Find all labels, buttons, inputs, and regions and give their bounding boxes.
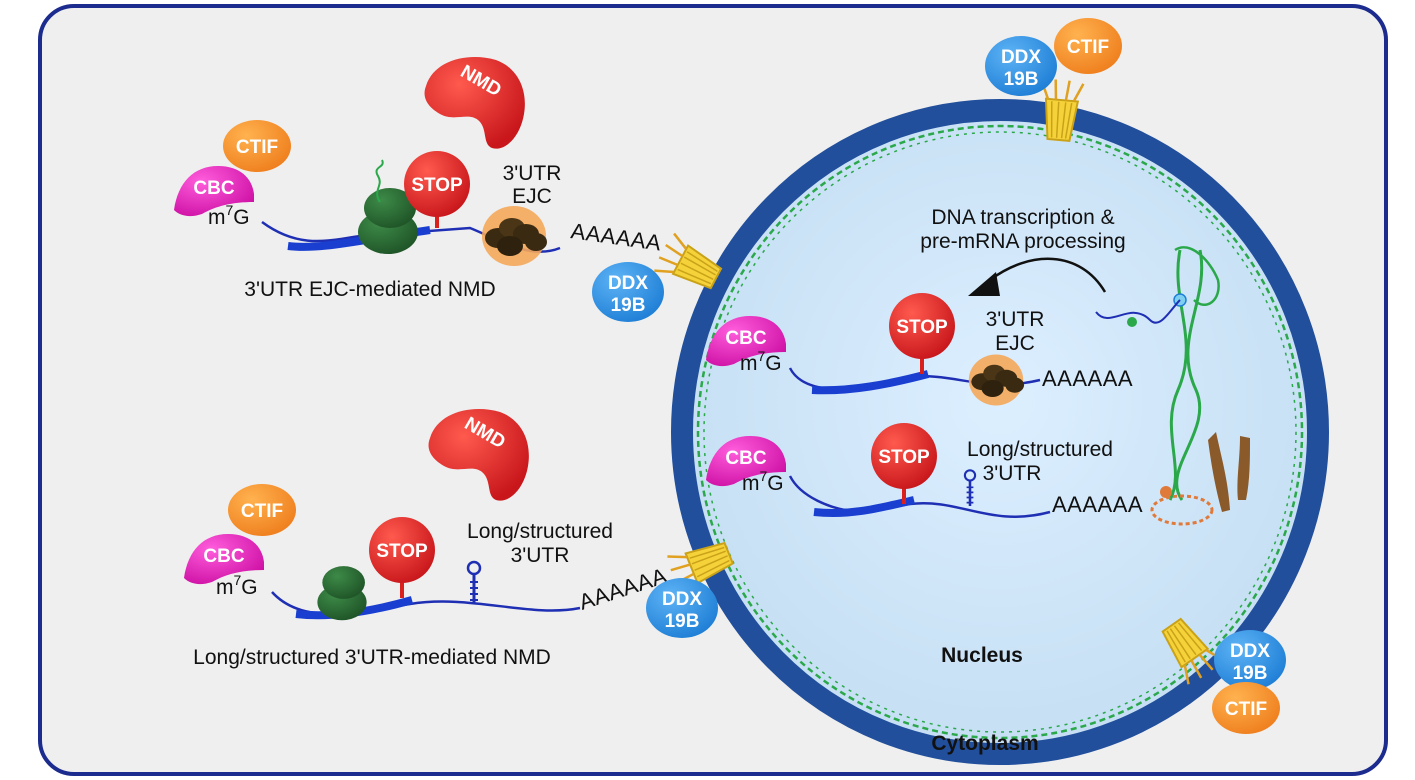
ctif-protein-icon: CTIF [1212, 682, 1280, 734]
long-utr-label-line1: Long/structured [967, 438, 1113, 461]
stop-codon-icon: STOP [889, 293, 955, 374]
arrow-head-icon [968, 272, 1000, 296]
long-utr-label-line2: 3'UTR [983, 462, 1042, 485]
ddx-label-line1: DDX [608, 273, 648, 294]
ctif-protein-icon: CTIF [223, 120, 291, 172]
nuclear-mrna-ejc: CBC m7G STOP 3'UTR EJC AAAAAA [706, 293, 1133, 406]
mrna-strand [271, 591, 581, 616]
cbc-label: CBC [193, 178, 234, 199]
utr-ejc-label-line1: 3'UTR [503, 162, 562, 185]
utr-ejc-label-line2: EJC [995, 332, 1035, 355]
chromosome-icon [1150, 432, 1250, 526]
ddx-label-line2: 19B [665, 611, 700, 632]
dna-helix-icon [1095, 246, 1220, 501]
stop-codon-icon: STOP [871, 423, 937, 504]
stop-label: STOP [376, 541, 428, 562]
stop-codon-icon: STOP [404, 151, 470, 228]
ddx19b-icon: DDX 19B [646, 578, 718, 638]
ctif-label: CTIF [241, 501, 283, 522]
cytoplasm-label: Cytoplasm [931, 732, 1038, 755]
ddx19b-icon: DDX 19B [592, 262, 664, 322]
long-utr-label-line2: 3'UTR [511, 544, 570, 567]
top-nmd-pathway: CBC CTIF m7G STOP NMD 3'UTR EJC AAAAAA 3… [174, 57, 663, 301]
bottom-nmd-pathway: CBC CTIF m7G STOP NMD Long/structured 3'… [184, 409, 670, 669]
ddx-label-line1: DDX [662, 589, 702, 610]
cbc-label: CBC [725, 448, 766, 469]
stop-label: STOP [878, 447, 930, 468]
ddx-label-line2: 19B [1233, 663, 1268, 684]
stop-label: STOP [896, 317, 948, 338]
ddx-label-line2: 19B [611, 295, 646, 316]
ctif-label: CTIF [1067, 37, 1109, 58]
cbc-label: CBC [725, 328, 766, 349]
utr-ejc-label-line2: EJC [512, 185, 552, 208]
utr-ejc-label-line1: 3'UTR [986, 308, 1045, 331]
stop-label: STOP [411, 175, 463, 196]
m7g-cap: m7G [216, 572, 258, 599]
ctif-label: CTIF [1225, 699, 1267, 720]
ctif-protein-icon: CTIF [1054, 18, 1122, 74]
m7g-cap: m7G [208, 202, 250, 229]
cbc-protein-icon: CBC [706, 436, 786, 487]
transcription-label-line1: DNA transcription & [931, 206, 1114, 229]
top-pathway-caption: 3'UTR EJC-mediated NMD [244, 278, 495, 301]
polya-tail: AAAAAA [1052, 492, 1143, 517]
m7g-cap: m7G [742, 468, 784, 495]
ddx-label-line1: DDX [1230, 641, 1270, 662]
cbc-protein-icon: CBC [184, 534, 264, 585]
ddx-label-line2: 19B [1004, 69, 1039, 90]
transcription-label-line2: pre-mRNA processing [920, 230, 1125, 253]
nmd-factor-icon: NMD [424, 57, 525, 149]
nuclear-mrna-long-utr: CBC m7G STOP Long/structured 3'UTR AAAAA… [706, 423, 1143, 518]
ddx-label-line1: DDX [1001, 47, 1041, 68]
cbc-protein-icon: CBC [174, 166, 254, 217]
long-utr-label-line1: Long/structured [467, 520, 613, 543]
bottom-pathway-caption: Long/structured 3'UTR-mediated NMD [193, 646, 551, 669]
polya-tail: AAAAAA [1042, 366, 1133, 391]
nucleus [671, 99, 1329, 765]
stop-codon-icon: STOP [369, 517, 435, 598]
ddx19b-icon: DDX 19B [985, 36, 1057, 96]
ddx19b-icon: DDX 19B [1214, 630, 1286, 690]
ctif-protein-icon: CTIF [228, 484, 296, 536]
m7g-cap: m7G [740, 348, 782, 375]
nucleus-label: Nucleus [941, 644, 1023, 667]
processing-arrow [989, 257, 1107, 293]
nmd-factor-icon: NMD [428, 409, 529, 501]
cbc-protein-icon: CBC [706, 316, 786, 367]
ctif-label: CTIF [236, 137, 278, 158]
nascent-peptide [375, 159, 384, 203]
cbc-label: CBC [203, 546, 244, 567]
